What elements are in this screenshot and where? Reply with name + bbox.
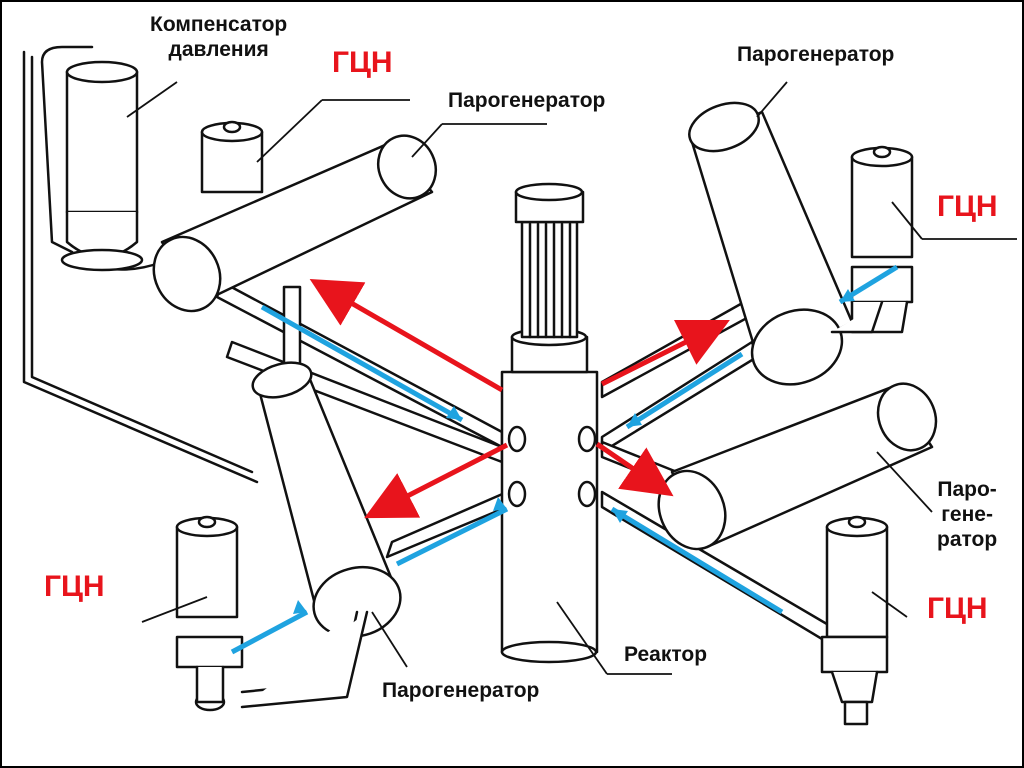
steam-generator-top-right bbox=[688, 101, 854, 386]
reactor-vessel bbox=[500, 182, 599, 664]
cold-legs bbox=[230, 264, 899, 655]
label-steam-generator-top-center: Парогенератор bbox=[448, 89, 606, 112]
label-compensator-line2: давления bbox=[168, 38, 269, 62]
label-gcn-top: ГЦН bbox=[332, 46, 393, 79]
label-pressure-compensator: Компенсатор давления bbox=[150, 12, 287, 62]
gcn-pump-bottom-right bbox=[820, 515, 889, 726]
steam-generator-top-left bbox=[152, 134, 438, 313]
steam-generator-right bbox=[657, 382, 938, 551]
label-sg-right-line2: гене- bbox=[941, 503, 993, 527]
label-steam-generator-right: Паро- гене- ратор bbox=[937, 477, 997, 553]
gcn-pump-top-right bbox=[830, 145, 914, 334]
leader-lines bbox=[126, 81, 1017, 675]
pressure-compensator bbox=[60, 60, 144, 272]
label-reactor: Реактор bbox=[624, 643, 708, 666]
hot-legs bbox=[309, 279, 730, 519]
gcn-pump-top-left bbox=[200, 120, 302, 399]
label-compensator-line1: Компенсатор bbox=[150, 13, 288, 36]
hot-leg-arrow-2 bbox=[364, 442, 509, 519]
gcn-pump-bottom-left bbox=[175, 515, 369, 712]
steam-generator-left bbox=[251, 361, 402, 639]
label-sg-right-line3: ратор bbox=[937, 528, 998, 552]
label-steam-generator-bottom: Парогенератор bbox=[382, 679, 540, 702]
hot-leg-arrow-1 bbox=[309, 279, 504, 393]
hot-leg-arrow-3 bbox=[600, 320, 730, 387]
label-gcn-right: ГЦН bbox=[937, 190, 998, 223]
compensator-pipe bbox=[40, 45, 164, 271]
hot-leg-arrow-4 bbox=[595, 441, 674, 497]
label-gcn-left: ГЦН bbox=[44, 570, 105, 603]
label-sg-right-line1: Паро- bbox=[937, 478, 997, 501]
label-steam-generator-top-right: Парогенератор bbox=[737, 43, 895, 66]
compensator-return bbox=[30, 55, 254, 474]
label-gcn-bottom-right: ГЦН bbox=[927, 592, 988, 625]
